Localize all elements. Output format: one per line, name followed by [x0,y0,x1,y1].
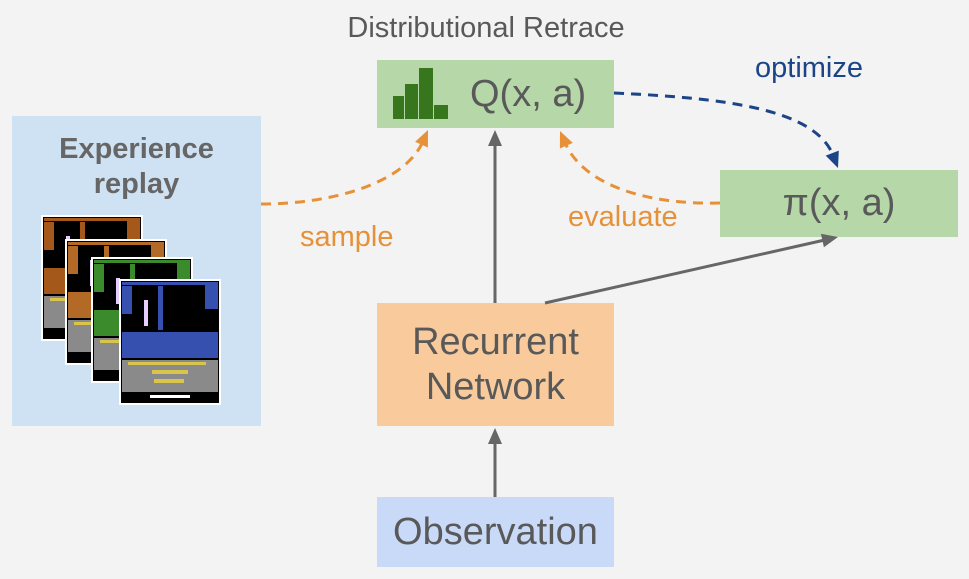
bar-chart-icon-bar [419,68,433,119]
q-value-label: Q(x, a) [470,73,587,115]
bar-chart-icon-bar [393,96,404,119]
bar-chart-icon [393,68,448,119]
replay-to-q-arrow [260,141,425,206]
experience-replay-label-line2: replay [93,168,180,200]
optimize-edge-label: optimize [755,52,863,84]
policy-to-q-arrow [563,142,721,205]
evaluate-edge-label: evaluate [568,201,678,233]
bar-chart-icon-bar [434,105,448,119]
policy-label: π(x, a) [782,182,896,224]
bar-chart-icon-bar [405,84,418,119]
observation-node: Observation [377,497,614,567]
experience-replay-label-line1: Experience [59,133,214,165]
recurrent-network-label-line2: Network [425,365,566,408]
experience-replay-label: Experience replay [12,132,261,202]
network-to-q-arrowhead [488,130,502,146]
q-value-node: Q(x, a) [377,60,614,128]
recurrent-network-node: Recurrent Network [377,303,614,426]
recurrent-network-label-line1: Recurrent [412,320,579,363]
policy-to-q-arrowhead [559,131,573,149]
observation-label: Observation [393,511,598,553]
q-to-policy-arrow [613,91,835,157]
q-to-policy-arrowhead [825,150,839,168]
policy-node: π(x, a) [720,170,958,237]
replay-to-q-arrowhead [415,130,428,148]
diagram-title: Distributional Retrace [347,12,625,44]
network-to-policy-arrow [544,238,826,305]
sample-edge-label: sample [300,221,394,253]
edges-layer [260,91,839,497]
observation-to-network-arrowhead [488,428,502,444]
experience-replay-node: Experience replay [12,116,261,426]
